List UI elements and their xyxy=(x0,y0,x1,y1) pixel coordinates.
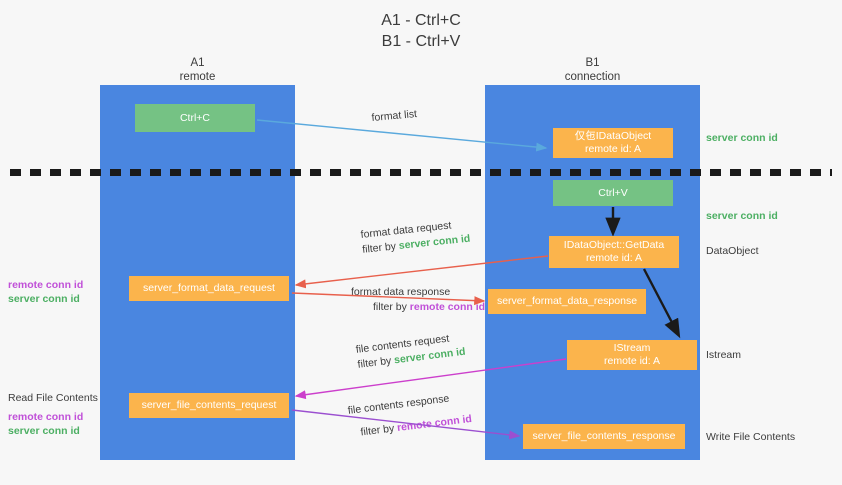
lane-b1-subtitle: connection xyxy=(564,70,621,83)
box-server-format-data-request[interactable]: server_format_data_request xyxy=(129,276,289,301)
side-label-server-conn-id-top: server conn id xyxy=(706,132,778,146)
box-server-file-contents-request-label: server_file_contents_request xyxy=(141,399,277,411)
side-label-server-conn-id-1: server conn id xyxy=(8,292,80,305)
box-idataobject-getdata[interactable]: IDataObject::GetData remote id: A xyxy=(549,236,679,268)
edge-label-format-data-response-filter-value: remote conn id xyxy=(409,301,486,313)
side-label-read-file-contents-text: Read File Contents xyxy=(8,392,98,404)
lane-b1-name: B1 xyxy=(585,57,600,69)
box-istream-line-1: IStream xyxy=(613,342,651,354)
side-label-istream-text: Istream xyxy=(706,349,742,361)
lane-header-a1: A1 remote xyxy=(120,57,275,84)
side-label-server-conn-id-second-text: server conn id xyxy=(706,210,778,222)
phase-separator xyxy=(10,169,832,176)
lane-header-b1: B1 connection xyxy=(515,57,670,84)
arrow-file-contents-response xyxy=(291,409,521,440)
box-server-file-contents-response-label: server_file_contents_response xyxy=(532,430,676,442)
box-ctrl-v-label: Ctrl+V xyxy=(598,186,628,199)
side-label-remote-conn-id-1: remote conn id xyxy=(8,279,84,291)
side-label-server-conn-id-2: server conn id xyxy=(8,424,80,437)
side-label-remote-conn-id-2: remote conn id xyxy=(8,411,84,423)
arrow-format-data-request xyxy=(294,255,549,289)
box-server-format-data-response[interactable]: server_format_data_response xyxy=(488,289,646,314)
arrow-getdata-to-istream xyxy=(642,268,681,339)
title-line-2: B1 - Ctrl+V xyxy=(381,33,461,50)
box-server-format-data-request-label: server_format_data_request xyxy=(143,282,275,294)
box-ctrl-c-label: Ctrl+C xyxy=(179,111,211,124)
edge-label-format-data-response: format data response filter by remote co… xyxy=(351,285,485,315)
arrow-format-data-response xyxy=(291,292,486,306)
box-server-file-contents-response[interactable]: server_file_contents_response xyxy=(523,424,685,449)
edge-label-format-data-response-filter-prefix: filter by xyxy=(373,301,410,313)
side-label-read-file-contents: Read File Contents xyxy=(8,392,98,406)
arrow-file-contents-request xyxy=(294,358,567,400)
side-label-write-file-contents-text: Write File Contents xyxy=(706,431,796,443)
box-istream-line-2: remote id: A xyxy=(603,355,661,367)
side-label-conn-ids-bottom: remote conn id server conn id xyxy=(8,411,83,438)
box-idataobject[interactable]: 仅㐌IDataObject remote id: A xyxy=(553,128,673,158)
box-server-file-contents-request[interactable]: server_file_contents_request xyxy=(129,393,289,418)
box-server-format-data-response-label: server_format_data_response xyxy=(496,295,638,307)
side-label-server-conn-id-second: server conn id xyxy=(706,210,778,224)
box-ctrl-v[interactable]: Ctrl+V xyxy=(553,180,673,206)
page-title: A1 - Ctrl+C B1 - Ctrl+V xyxy=(0,10,842,52)
box-istream[interactable]: IStream remote id: A xyxy=(567,340,697,370)
side-label-istream: Istream xyxy=(706,349,741,363)
side-label-dataobject-text: DataObject xyxy=(706,245,759,257)
lane-a1-subtitle: remote xyxy=(179,70,216,83)
box-getdata-line-1: IDataObject::GetData xyxy=(563,239,665,251)
edge-label-format-data-response-text: format data response xyxy=(351,286,451,298)
side-label-conn-ids-top: remote conn id server conn id xyxy=(8,279,83,306)
box-ctrl-c[interactable]: Ctrl+C xyxy=(135,104,255,132)
box-getdata-line-2: remote id: A xyxy=(585,252,643,264)
side-label-dataobject: DataObject xyxy=(706,245,759,259)
box-idataobject-line-1: 仅㐌IDataObject xyxy=(574,130,652,142)
side-label-write-file-contents: Write File Contents xyxy=(706,431,795,445)
side-label-server-conn-id-top-text: server conn id xyxy=(706,132,778,144)
lane-a1-name: A1 xyxy=(190,57,205,69)
box-idataobject-line-2: remote id: A xyxy=(584,143,642,155)
arrow-format-list xyxy=(256,119,548,152)
title-line-1: A1 - Ctrl+C xyxy=(381,12,461,29)
